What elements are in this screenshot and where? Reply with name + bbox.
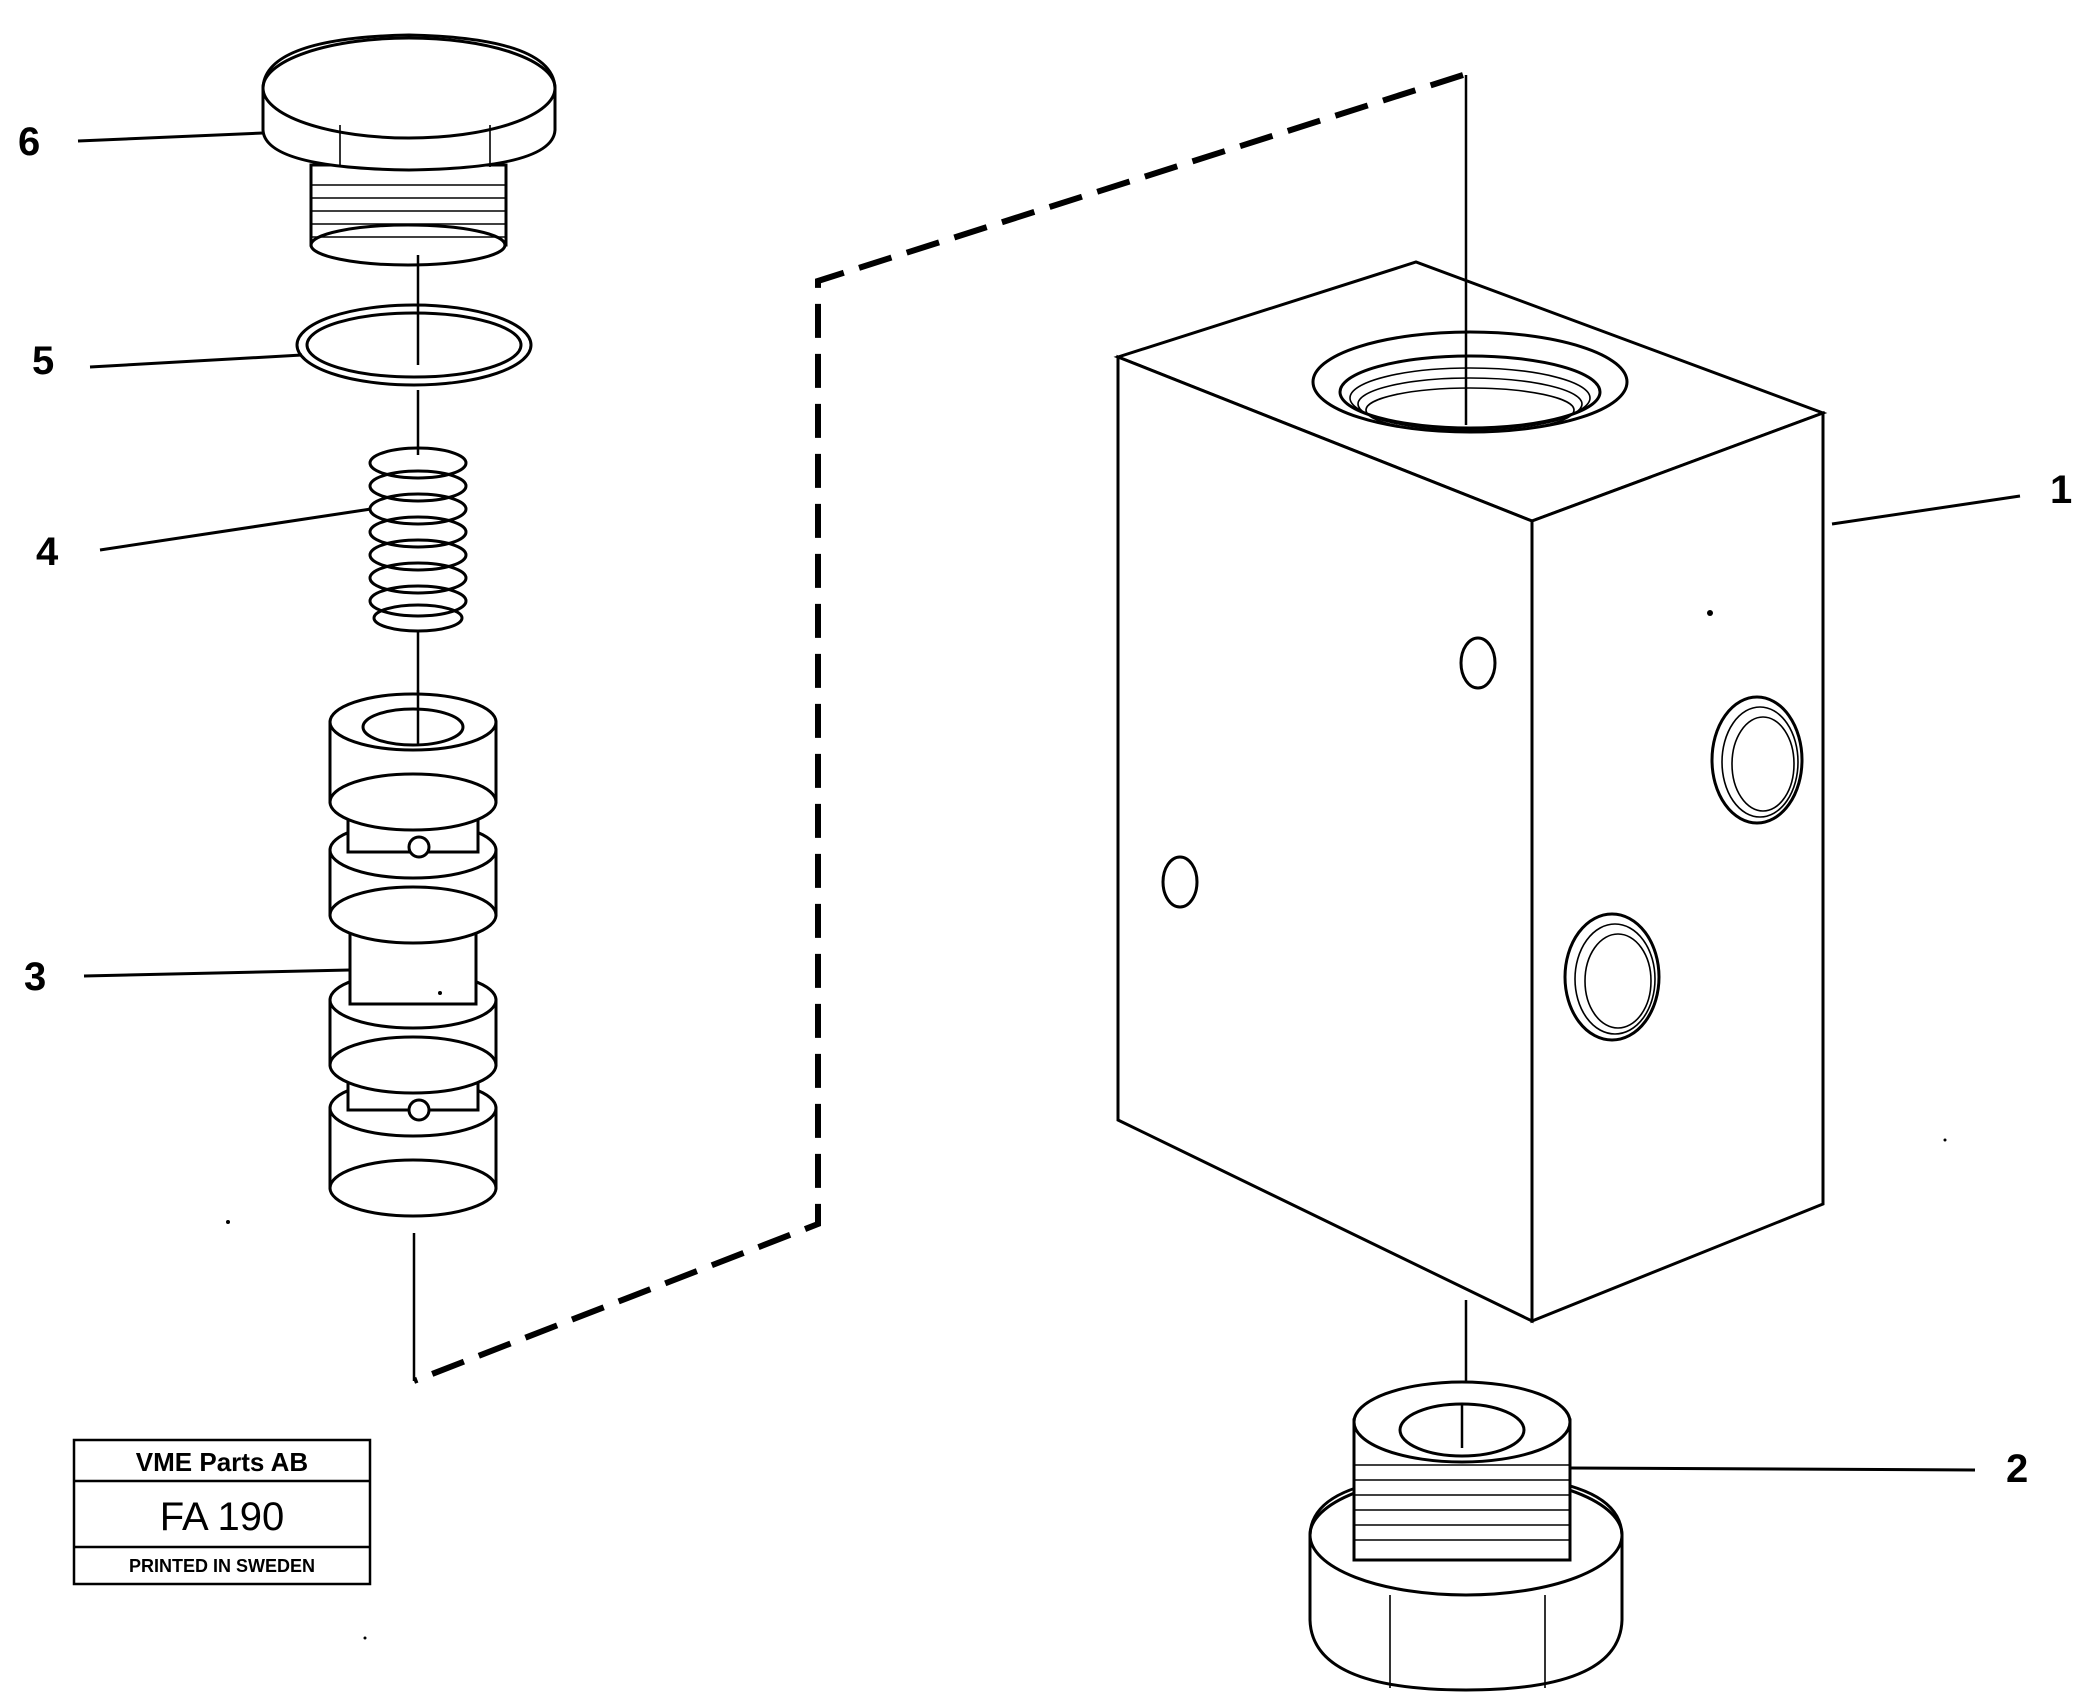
callout-3: 3: [24, 955, 46, 999]
o-ring: [295, 303, 533, 455]
callout-5: 5: [32, 339, 54, 383]
leader-line-4: [99, 507, 372, 552]
callout-6: 6: [18, 120, 40, 164]
stamp-company: VME Parts AB: [136, 1447, 308, 1477]
callout-2: 2: [2006, 1447, 2028, 1491]
top-plug: [261, 33, 557, 365]
left-face-hole-lower: [1161, 855, 1199, 909]
leader-line-3: [83, 968, 351, 978]
leader-line-6: [77, 131, 264, 143]
right-face-port-upper: [1710, 695, 1804, 825]
right-face-port-lower: [1563, 912, 1661, 1042]
top-plug-cap: [261, 33, 557, 172]
callout-4: 4: [36, 530, 59, 574]
stamp-code: FA 190: [160, 1495, 285, 1539]
block-right-face: [1530, 410, 1825, 1324]
stamp-printed: PRINTED IN SWEDEN: [129, 1556, 315, 1576]
block-left-face: [1116, 354, 1534, 1324]
leader-line-1: [1831, 494, 2021, 526]
bottom-plug: [1308, 1300, 1624, 1692]
spring: [368, 446, 468, 720]
parts-stamp: VME Parts AB FA 190 PRINTED IN SWEDEN: [72, 1438, 372, 1586]
leader-line-5: [89, 353, 303, 369]
callout-1: 1: [2050, 468, 2072, 512]
valve-spool: [328, 690, 498, 1218]
valve-housing-block: [1113, 75, 1828, 1324]
left-face-hole-upper: [1459, 636, 1497, 690]
leader-line-2: [1569, 1466, 1976, 1472]
